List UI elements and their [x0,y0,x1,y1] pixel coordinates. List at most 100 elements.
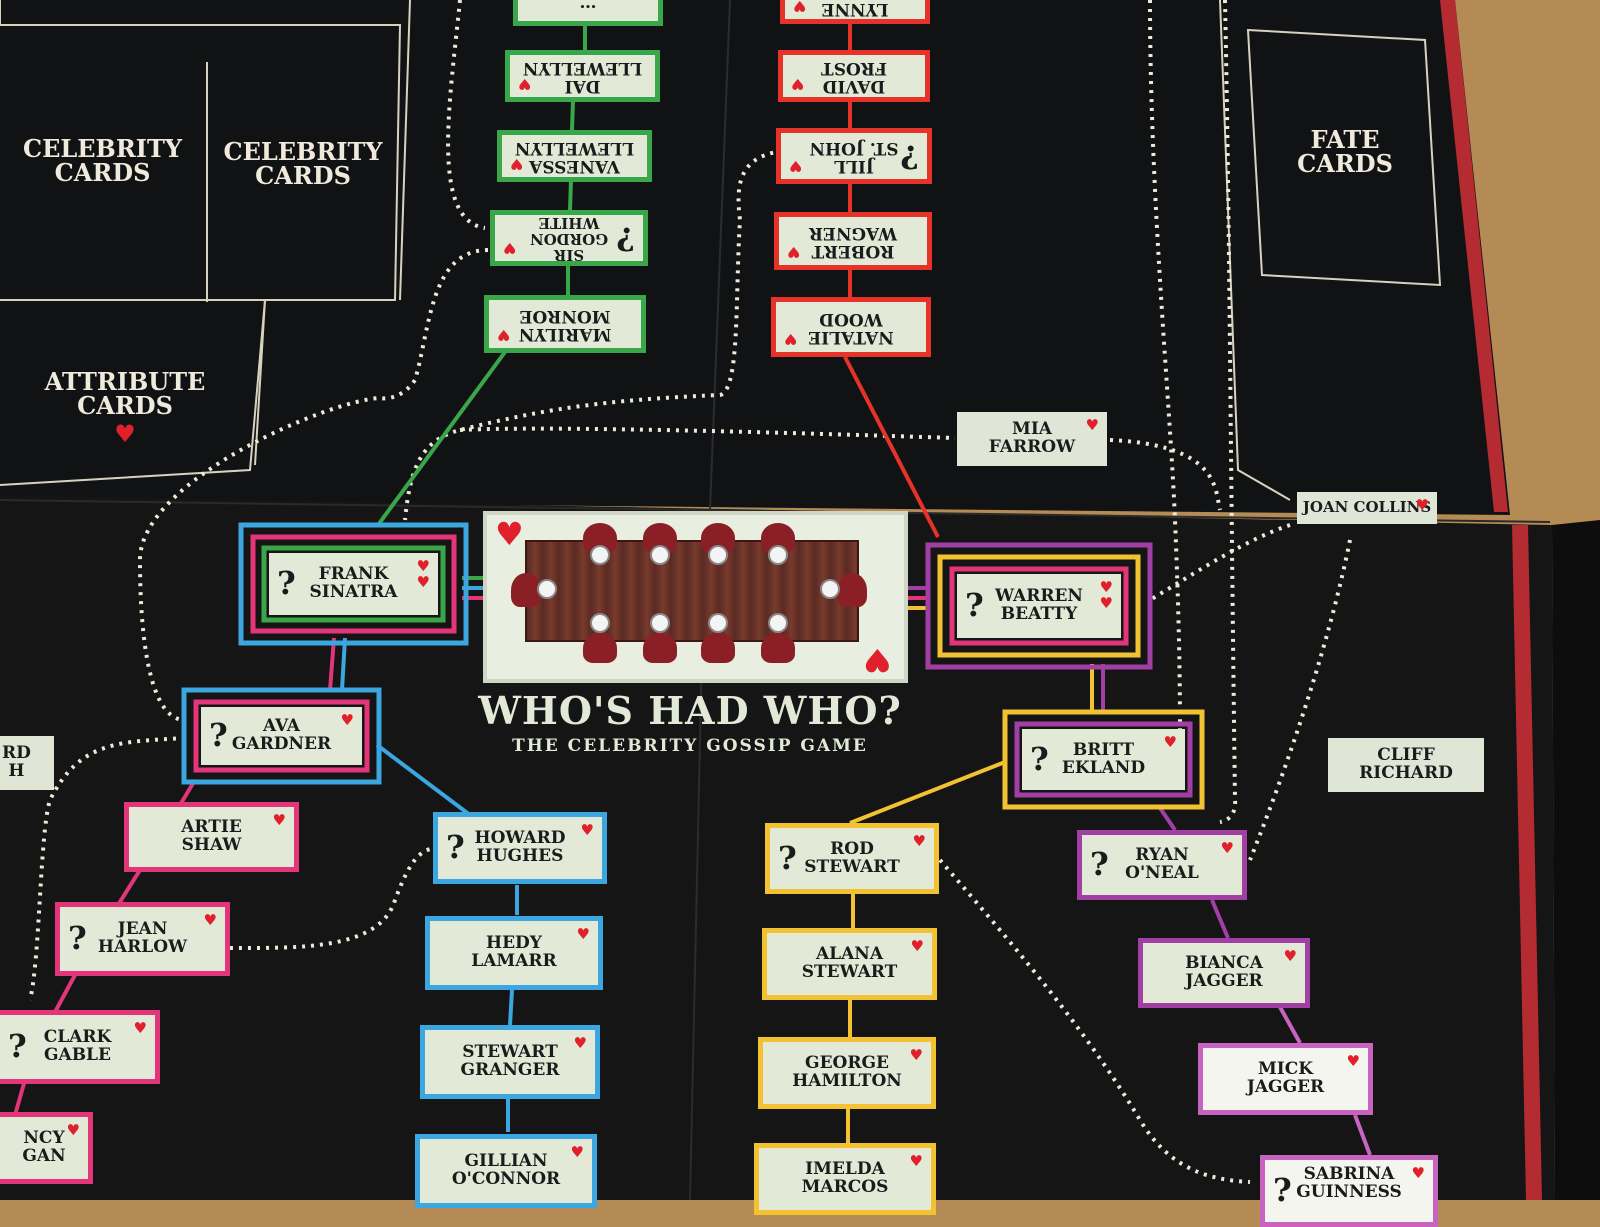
heart-icon: ♥ [1163,733,1177,751]
heart-icon: ♥ [114,419,136,448]
celebrity-name: FRANK SINATRA [309,564,398,602]
celebrity-name: BRITT EKLAND [1061,739,1146,778]
heart-icon: ♥ [784,330,798,348]
celebrity-card-clark-gable[interactable]: ? CLARK GABLE ♥ [0,1010,160,1084]
celebrity-name: CLARK GABLE [43,1027,112,1065]
heart-icon: ♥ [576,925,590,943]
heart-icon: ♥ [1099,594,1113,612]
celebrity-card-vanessa-llewellyn[interactable]: VANESSA LLEWELLYN ♥ [497,130,652,182]
question-icon: ? [1273,1171,1292,1210]
celebrity-card-green-top[interactable]: … [513,0,663,26]
celebrity-name: ROBERT WAGNER [808,223,898,261]
heart-icon: ♥ [416,557,430,575]
celebrity-card-frank-sinatra[interactable]: ? FRANK SINATRA ♥ ♥ [269,553,438,615]
celebrity-name: MICK JAGGER [1246,1059,1325,1097]
heart-icon: ♥ [909,1046,923,1064]
celebrity-card-warren-beatty[interactable]: ? WARREN BEATTY ♥ ♥ [957,574,1121,638]
heart-icon: ♥ [1099,578,1113,596]
celebrity-card-rod-stewart[interactable]: ? ROD STEWART ♥ [765,823,939,894]
celebrity-card-artie-shaw[interactable]: ARTIE SHAW ♥ [124,802,299,872]
celebrity-name: GILLIAN O'CONNOR [451,1151,561,1189]
celebrity-card-howard-hughes[interactable]: ? HOWARD HUGHES ♥ [433,812,607,884]
celebrity-label-cliff-richard[interactable]: CLIFF RICHARD [1328,738,1484,792]
celebrity-card-nancy-regan[interactable]: NCY GAN ♥ [0,1112,93,1184]
heart-icon: ♥ [912,832,926,850]
heart-icon: ♥ [66,1121,80,1139]
celebrity-name: MIA FARROW [988,419,1076,457]
celebrity-card-natalie-wood[interactable]: NATALIE WOOD ♥ [771,297,931,357]
celebrity-name: DAI LLEWELLYN [522,58,643,96]
celebrity-name: AVA GARDNER [231,716,332,754]
heart-icon: ♥ [518,75,532,93]
heart-icon: ♥ [1346,1052,1360,1070]
game-board [0,0,1600,1200]
heart-icon: ♥ [340,711,354,729]
heart-icon: ♥ [863,641,892,679]
question-icon: ? [8,1027,27,1066]
heart-icon: ♥ [791,75,805,93]
celebrity-card-stewart-granger[interactable]: STEWART GRANGER ♥ [420,1025,600,1099]
heart-icon: ♥ [793,0,807,15]
celebrity-card-jean-harlow[interactable]: ? JEAN HARLOW ♥ [55,902,230,976]
celebrity-card-hedy-lamarr[interactable]: HEDY LAMARR ♥ [425,916,603,990]
heart-icon: ♥ [1283,947,1297,965]
celebrity-label-joan-collins[interactable]: JOAN COLLINS ♥ [1297,492,1437,524]
question-icon: ? [778,838,797,877]
heart-icon: ♥ [416,573,430,591]
heart-icon: ♥ [503,239,517,257]
heart-icon: ♥ [272,811,286,829]
celebrity-name: NATALIE WOOD [808,309,894,347]
question-icon: ? [1030,739,1049,778]
celebrity-name: JEAN HARLOW [97,919,188,957]
celebrity-name: DAVID FROST [821,58,887,96]
heart-icon: ♥ [1220,839,1234,857]
celebrity-card-sir-gordon-white[interactable]: SIR GORDON WHITE ? ♥ [490,210,648,266]
celebrity-name: CLIFF RICHARD [1359,745,1453,783]
celebrity-name: ARTIE SHAW [181,817,242,855]
celebrity-card-sabrina-guinness[interactable]: ? SABRINA GUINNESS ♥ [1260,1155,1438,1227]
celebrity-label-edge-left[interactable]: RD H [0,736,54,790]
celebrity-label-mia-farrow[interactable]: MIA FARROW ♥ [957,412,1107,466]
celebrity-name: RD H [2,743,31,781]
celebrity-name: MARILYN MONROE [518,306,612,344]
celebrity-name: STEWART GRANGER [460,1042,560,1080]
celebrity-card-david-frost[interactable]: DAVID FROST ♥ [778,50,930,102]
question-icon: ? [68,919,87,958]
dining-table-illustration [525,540,859,642]
celebrity-card-imelda-marcos[interactable]: IMELDA MARCOS ♥ [754,1143,936,1215]
celebrity-name: BIANCA JAGGER [1185,953,1263,991]
celebrity-card-mick-jagger[interactable]: MICK JAGGER ♥ [1198,1043,1373,1115]
celebrity-name: WARREN BEATTY [995,586,1083,624]
celebrity-card-gillian-oconnor[interactable]: GILLIAN O'CONNOR ♥ [415,1134,597,1208]
celebrity-card-ryan-oneal[interactable]: ? RYAN O'NEAL ♥ [1077,830,1247,900]
heart-icon: ♥ [510,155,524,173]
celebrity-card-dai-llewellyn[interactable]: DAI LLEWELLYN ♥ [505,50,660,102]
dining-table-card[interactable]: ♥ ♥ [483,511,908,683]
celebrity-name: RYAN O'NEAL [1125,845,1199,883]
heart-icon: ♥ [203,911,217,929]
heart-icon: ♥ [909,1152,923,1170]
celebrity-card-britt-ekland[interactable]: ? BRITT EKLAND ♥ [1022,729,1185,790]
celebrity-name: … [579,0,597,20]
celebrity-card-alana-stewart[interactable]: ALANA STEWART ♥ [762,928,937,1000]
question-icon: ? [965,586,984,625]
celebrity-card-jill-st-john[interactable]: JILL ST. JOHN ? ♥ [776,128,932,184]
question-icon: ? [1090,845,1109,884]
celebrity-card-marilyn-monroe[interactable]: MARILYN MONROE ♥ [484,295,646,353]
celebrity-card-lynne[interactable]: LYNNE ♥ [780,0,930,24]
celebrity-card-bianca-jagger[interactable]: BIANCA JAGGER ♥ [1138,938,1310,1008]
celebrity-card-george-hamilton[interactable]: GEORGE HAMILTON ♥ [758,1037,936,1109]
celebrity-card-ava-gardner[interactable]: ? AVA GARDNER ♥ [201,707,362,765]
heart-icon: ♥ [133,1019,147,1037]
celebrity-card-robert-wagner[interactable]: ROBERT WAGNER ♥ [774,212,932,270]
celebrity-name: HEDY LAMARR [471,933,557,971]
question-icon: ? [446,828,465,867]
heart-icon: ♥ [1085,416,1099,434]
